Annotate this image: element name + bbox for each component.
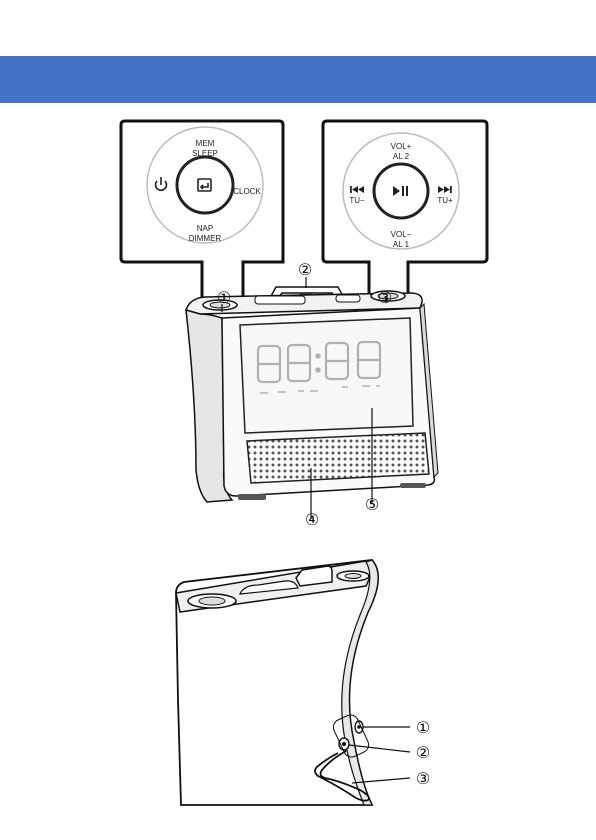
side-callout-3: ③ — [416, 771, 430, 788]
nap-label: NAP — [197, 224, 213, 233]
dimmer-label: DIMMER — [189, 234, 222, 243]
tu-minus-label: TU− — [349, 196, 365, 205]
mem-label: MEM — [196, 139, 215, 148]
sleep-label: SLEEP — [192, 149, 218, 158]
clock-label: CLOCK — [233, 187, 261, 196]
al1-label: AL 1 — [393, 240, 410, 249]
callout-3: ③ — [378, 290, 392, 307]
left-control-panel: MEM SLEEP CLOCK NAP DIMMER — [121, 121, 283, 298]
tu-plus-label: TU+ — [437, 196, 453, 205]
callout-5: ⑤ — [365, 497, 379, 514]
callout-1: ① — [217, 290, 231, 307]
clock-body — [186, 287, 438, 502]
vol-up-label: VOL+ — [391, 142, 412, 151]
vol-down-label: VOL− — [391, 230, 412, 239]
al2-label: AL 2 — [393, 152, 410, 161]
side-callout-1: ① — [416, 720, 430, 737]
callout-4: ④ — [305, 512, 319, 529]
right-control-panel: VOL+ AL 2 TU− TU+ VOL− AL 1 — [323, 121, 487, 298]
side-callout-2: ② — [416, 745, 430, 762]
side-view: ① ② ③ — [176, 560, 430, 805]
callout-2: ② — [298, 262, 312, 279]
front-view: MEM SLEEP CLOCK NAP DIMMER — [121, 121, 487, 529]
